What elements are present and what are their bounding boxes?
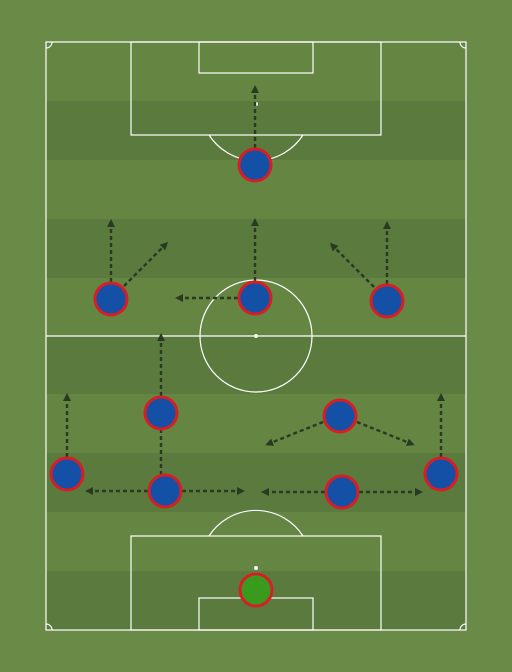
bottom-penalty-spot [254,565,259,570]
players [49,147,459,608]
player-striker[interactable] [237,147,273,183]
player-left-back[interactable] [49,456,85,492]
player-right-centre-mid[interactable] [322,398,358,434]
player-left-centre-back[interactable] [147,473,183,509]
player-right-centre-back[interactable] [324,474,360,510]
top-goal-area [198,41,314,74]
player-right-wing[interactable] [369,283,405,319]
corner-arc-bottom-right [459,623,467,631]
movement-arrow [329,242,375,288]
corner-arc-bottom-left [45,623,53,631]
centre-spot [254,334,259,339]
stripe [46,219,466,278]
movement-arrow [265,420,324,446]
stripe [46,42,466,101]
stripe [46,336,466,394]
corner-arc-top-right [459,41,467,49]
corner-arc-top-left [45,41,53,49]
pitch-lines [45,41,467,631]
player-right-back[interactable] [423,456,459,492]
player-goalkeeper[interactable] [238,572,274,608]
stripe [46,512,466,571]
movement-arrows [63,85,445,496]
player-left-centre-mid[interactable] [143,395,179,431]
player-left-wing[interactable] [93,281,129,317]
movement-arrow [123,241,169,287]
stripe [46,394,466,453]
player-attacking-mid[interactable] [237,280,273,316]
stripe [46,453,466,512]
bottom-penalty-arc [208,509,304,537]
movement-arrow [356,420,415,446]
